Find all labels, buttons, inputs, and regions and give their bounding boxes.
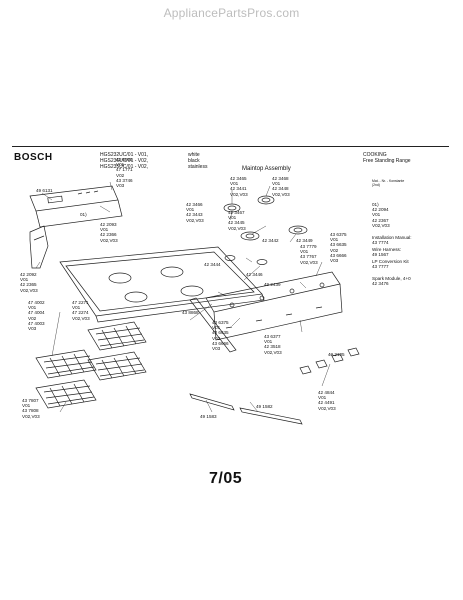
- part-label-423442: 42 3442: [262, 238, 279, 243]
- burner-opening: [180, 285, 204, 297]
- side-note-block1: 01) 42 2094 V01 42 2367 V02,V03: [372, 202, 390, 228]
- color-line: stainless: [188, 164, 208, 170]
- model-list: HGS232UC/01 - V01, HGS236UC/01 - V02, HG…: [100, 152, 148, 170]
- category-line: Free Standing Range: [363, 158, 411, 164]
- part-label-423446: 42 3446: [246, 272, 263, 277]
- burner-opening: [124, 291, 148, 303]
- revision-date: 7/05: [209, 470, 243, 487]
- assembly-title: Maintop Assembly: [242, 166, 291, 172]
- manifold-part: [205, 271, 343, 341]
- category-line: COOKING: [363, 152, 387, 158]
- valve-bar-part: [189, 297, 237, 353]
- side-note-lp: LP Conversion Kit 43 7777: [372, 259, 409, 270]
- model-line: HGS232UC/01 - V01,: [100, 152, 149, 158]
- category: COOKING Free Standing Range: [363, 152, 411, 164]
- control-knobs-part: [299, 347, 360, 375]
- side-note-spark: Spark Module, 4+0 42 3476: [372, 276, 411, 287]
- grate-part: [35, 379, 97, 409]
- part-label-491131: 49 6131: [36, 188, 53, 193]
- trim-strip-part: [189, 393, 303, 425]
- model-line: HGS236UC/01 - V02,: [100, 158, 149, 164]
- color-line: white: [188, 152, 200, 158]
- maintop-part: [59, 246, 265, 323]
- brand-name: BOSCH: [14, 152, 53, 163]
- burner-opening: [108, 272, 132, 284]
- side-trim-part: [29, 225, 49, 269]
- grate-part: [87, 351, 147, 381]
- control-panel-part: [29, 185, 123, 228]
- part-label-491582: 49 1582: [256, 404, 273, 409]
- header-rule: [12, 146, 449, 147]
- side-note-wire: Wire Harness: 49 1567: [372, 247, 402, 258]
- burner-opening: [160, 266, 184, 278]
- part-label-492439: 49 2439: [264, 282, 281, 287]
- model-line: HGS235UC/01 - V02,: [100, 164, 149, 170]
- part-label-422105: 42 2105: [328, 352, 345, 357]
- leader-lines: [35, 181, 337, 413]
- part-label-423449: 42 3449: [296, 238, 313, 243]
- part-label-438868: 43 8868: [182, 310, 199, 315]
- side-note-header: Mat. - Nr. - Konstante (2nd): [372, 179, 405, 187]
- color-line: black: [188, 158, 200, 164]
- grate-part: [35, 349, 97, 379]
- part-label-423444: 42 3444: [204, 262, 221, 267]
- part-label-01: 01): [80, 212, 87, 217]
- side-note-installation: Installation Manual: 43 7774: [372, 235, 412, 246]
- site-watermark: AppliancePartsPros.com: [163, 6, 300, 20]
- grate-part: [87, 321, 147, 351]
- color-list: white black stainless: [188, 152, 207, 170]
- part-label-491583: 49 1583: [200, 414, 217, 419]
